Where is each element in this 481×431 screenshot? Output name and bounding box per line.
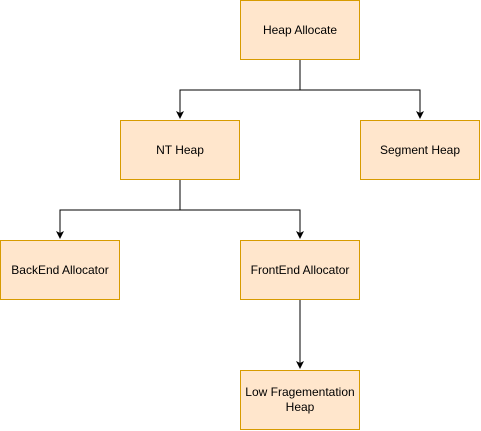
node-heap-allocate: Heap Allocate [240, 0, 360, 60]
edge-heap-allocate-to-segment-heap [299, 60, 424, 119]
edge-nt-heap-to-backend-allocator [56, 180, 181, 239]
node-low-fragmentation-heap-label: Low Fragementation Heap [245, 385, 355, 414]
node-segment-heap-label: Segment Heap [379, 142, 461, 157]
node-heap-allocate-label: Heap Allocate [262, 22, 338, 37]
node-frontend-allocator-label: FrontEnd Allocator [250, 262, 350, 277]
node-nt-heap-label: NT Heap [156, 142, 204, 157]
node-backend-allocator: BackEnd Allocator [0, 240, 120, 300]
node-backend-allocator-label: BackEnd Allocator [11, 262, 109, 277]
node-low-fragmentation-heap: Low Fragementation Heap [240, 370, 360, 430]
node-frontend-allocator: FrontEnd Allocator [240, 240, 360, 300]
node-nt-heap: NT Heap [120, 120, 240, 180]
edge-nt-heap-to-frontend-allocator [179, 180, 304, 239]
edge-heap-allocate-to-nt-heap [176, 60, 301, 119]
node-segment-heap: Segment Heap [360, 120, 480, 180]
